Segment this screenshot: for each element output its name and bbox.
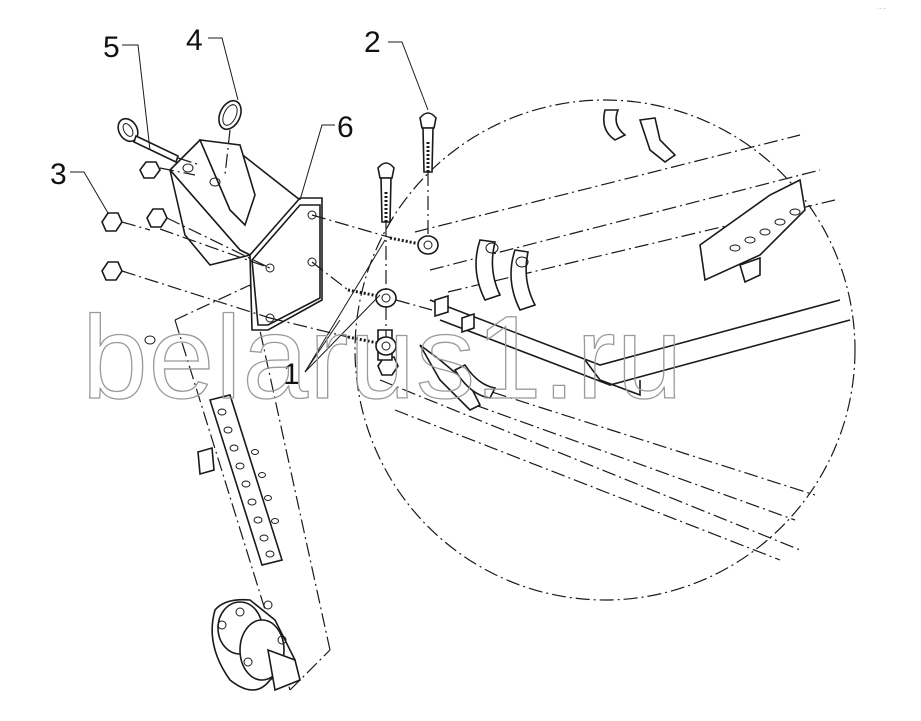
bracket-holes <box>729 208 801 252</box>
mounting-bracket-part-6 <box>168 139 323 331</box>
frame-beams <box>379 109 851 561</box>
detail-view-circle <box>354 99 856 601</box>
corner-mark: ·· ·· <box>878 6 886 12</box>
watermark-text: belarus1.ru <box>82 292 683 424</box>
assembly-lines <box>121 129 433 338</box>
nuts-part-3 <box>101 161 399 376</box>
pin-part-5 <box>117 117 179 164</box>
wheel-hub <box>211 598 301 692</box>
callout-3: 3 <box>50 158 67 191</box>
callout-2: 2 <box>364 26 381 59</box>
callout-1: 1 <box>283 358 300 391</box>
callout-6: 6 <box>337 111 354 144</box>
callout-5: 5 <box>103 31 120 64</box>
callout-labels: 5 4 2 3 6 1 <box>50 24 381 391</box>
callout-4: 4 <box>186 24 203 57</box>
leader-lines <box>70 37 429 373</box>
snap-ring-part-4 <box>218 99 242 131</box>
arm-holes <box>217 408 279 558</box>
